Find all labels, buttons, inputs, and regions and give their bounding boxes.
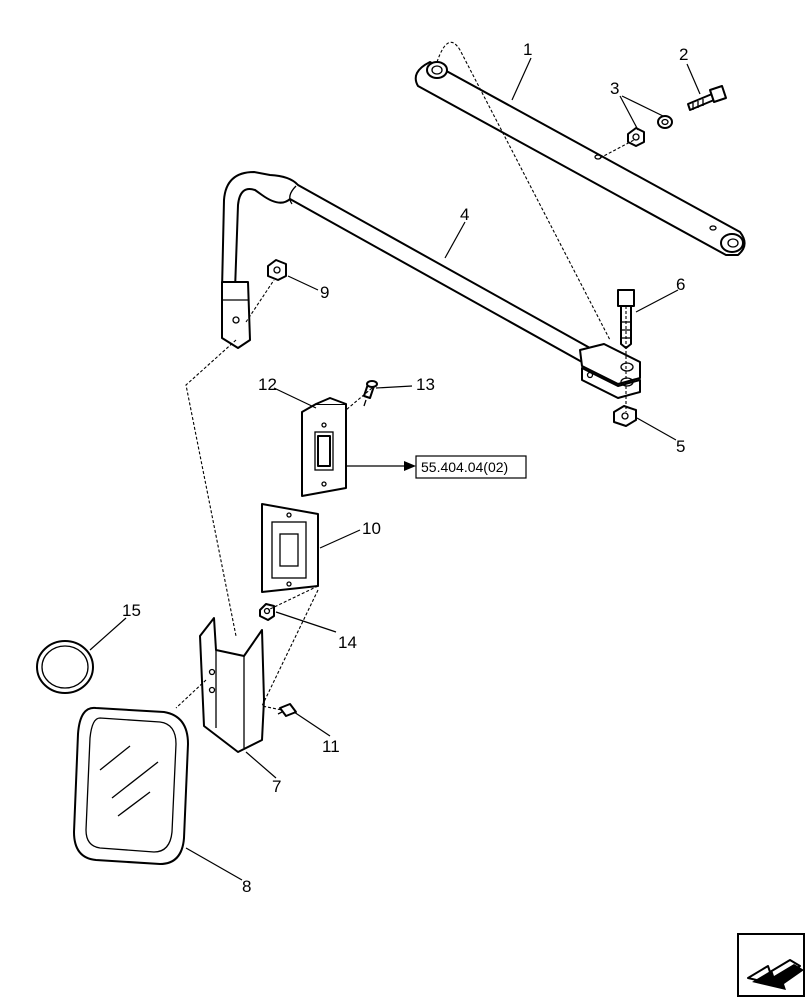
part-7-clamp (199, 617, 265, 753)
part-14-nut (259, 603, 275, 621)
callout-8: 8 (242, 877, 251, 896)
callout-14: 14 (338, 633, 357, 652)
callout-10: 10 (362, 519, 381, 538)
callout-15: 15 (122, 601, 141, 620)
part-13-screw (363, 380, 378, 407)
assembly-lines (175, 41, 635, 711)
callout-12: 12 (258, 375, 277, 394)
part-11-screw (277, 703, 297, 717)
callout-13: 13 (416, 375, 435, 394)
callout-6: 6 (676, 275, 685, 294)
part-3-nut-washer (627, 115, 673, 147)
callout-4: 4 (460, 205, 469, 224)
callout-7: 7 (272, 777, 281, 796)
part-5-nut (613, 405, 637, 427)
callout-11: 11 (322, 737, 340, 756)
part-12-plate (301, 397, 347, 497)
part-10-bracket (261, 503, 319, 593)
leader-lines (89, 57, 701, 881)
callout-9: 9 (320, 283, 329, 302)
next-page-arrow-icon[interactable] (737, 933, 805, 997)
part-2-bolt (687, 85, 727, 111)
callout-labels: 1 2 3 4 5 6 7 8 9 10 11 12 13 14 15 (122, 40, 688, 896)
part-4-mirror-arm (221, 171, 641, 399)
callout-2: 2 (679, 45, 688, 64)
reference-label[interactable]: 55.404.04(02) (421, 459, 508, 475)
part-15-ring (36, 640, 94, 694)
part-9-nut (267, 259, 287, 281)
callout-1: 1 (523, 40, 532, 59)
callout-5: 5 (676, 437, 685, 456)
callout-3: 3 (610, 79, 619, 98)
reference-link[interactable]: 55.404.04(02) (415, 455, 527, 479)
part-1-tube (414, 61, 746, 256)
part-8-mirror (73, 706, 189, 865)
